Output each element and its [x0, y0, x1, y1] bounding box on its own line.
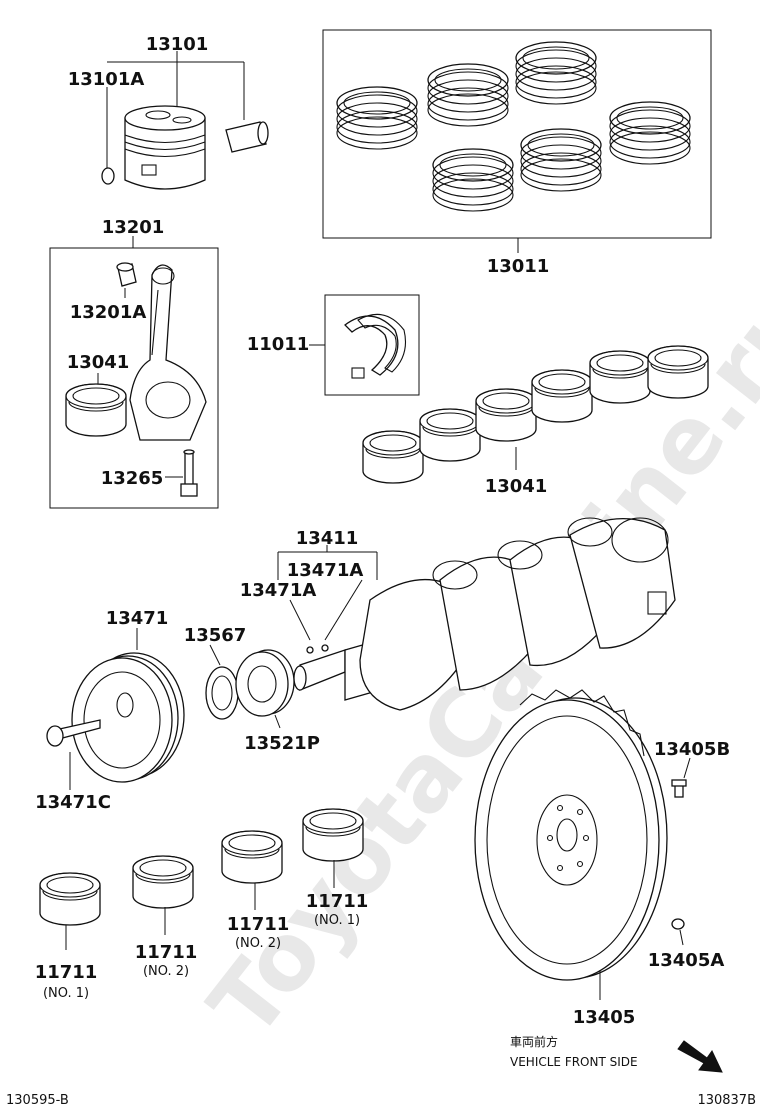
label-13471a-upper: 13471A — [287, 560, 364, 581]
label-13471c: 13471C — [35, 792, 111, 813]
crankshaft-timing-gear — [235, 649, 295, 717]
label-13521p: 13521P — [244, 733, 320, 754]
main-bearing-shell-no2-front — [132, 855, 194, 909]
rod-bearing — [65, 383, 127, 437]
main-bearing-shell-no1-front — [39, 872, 101, 926]
label-13011: 13011 — [487, 256, 550, 277]
label-11011: 11011 — [247, 334, 310, 355]
label-11711-d: 11711 — [306, 891, 369, 912]
label-13265: 13265 — [101, 468, 164, 489]
label-13201a: 13201A — [70, 302, 147, 323]
label-11711-b: 11711 — [135, 942, 198, 963]
connecting-rod-box — [49, 247, 219, 509]
label-13201: 13201 — [102, 217, 165, 238]
crankshaft — [293, 517, 676, 711]
label-13411: 13411 — [296, 528, 359, 549]
crankshaft-pulley — [71, 652, 185, 783]
piston-ring-set-box — [322, 29, 712, 239]
oil-pump-drive-washer — [205, 666, 239, 720]
figure-id-left: 130595-B — [6, 1093, 69, 1108]
flywheel — [474, 689, 668, 981]
label-11711-a-sub: (NO. 1) — [43, 986, 89, 1001]
connecting-rod — [129, 264, 207, 441]
label-13405b: 13405B — [654, 739, 730, 760]
label-13471: 13471 — [106, 608, 169, 629]
rod-bolt — [180, 449, 198, 497]
label-13405a: 13405A — [648, 950, 725, 971]
label-13471a-lower: 13471A — [240, 580, 317, 601]
label-13041-main: 13041 — [485, 476, 548, 497]
figure-id-right: 130837B — [697, 1093, 756, 1108]
pulley-bolt — [46, 719, 101, 747]
flywheel-bolt — [671, 779, 687, 798]
piston — [124, 105, 206, 190]
small-end-bushing — [116, 262, 137, 287]
label-11711-b-sub: (NO. 2) — [143, 964, 189, 979]
label-13101: 13101 — [146, 34, 209, 55]
label-11711-c: 11711 — [227, 914, 290, 935]
label-13405: 13405 — [573, 1007, 636, 1028]
label-11711-c-sub: (NO. 2) — [235, 936, 281, 951]
thrust-washers — [344, 313, 407, 379]
piston-pin-clip — [101, 167, 115, 185]
piston-group — [101, 51, 269, 190]
vehicle-front-en: VEHICLE FRONT SIDE — [510, 1055, 638, 1069]
main-bearing-shell-no2-rear — [221, 830, 283, 884]
piston-ring-sets — [336, 41, 691, 212]
label-11711-d-sub: (NO. 1) — [314, 913, 360, 928]
label-13101a: 13101A — [68, 69, 145, 90]
label-11711-a: 11711 — [35, 962, 98, 983]
label-13567: 13567 — [184, 625, 247, 646]
label-13041-rod: 13041 — [67, 352, 130, 373]
piston-pin — [225, 121, 269, 153]
flywheel-dowel-pin — [671, 918, 685, 930]
vehicle-front-arrow-icon — [677, 1040, 723, 1073]
main-bearing-shell-no1-rear — [302, 808, 364, 862]
vehicle-front-jp: 車両前方 — [510, 1034, 558, 1049]
